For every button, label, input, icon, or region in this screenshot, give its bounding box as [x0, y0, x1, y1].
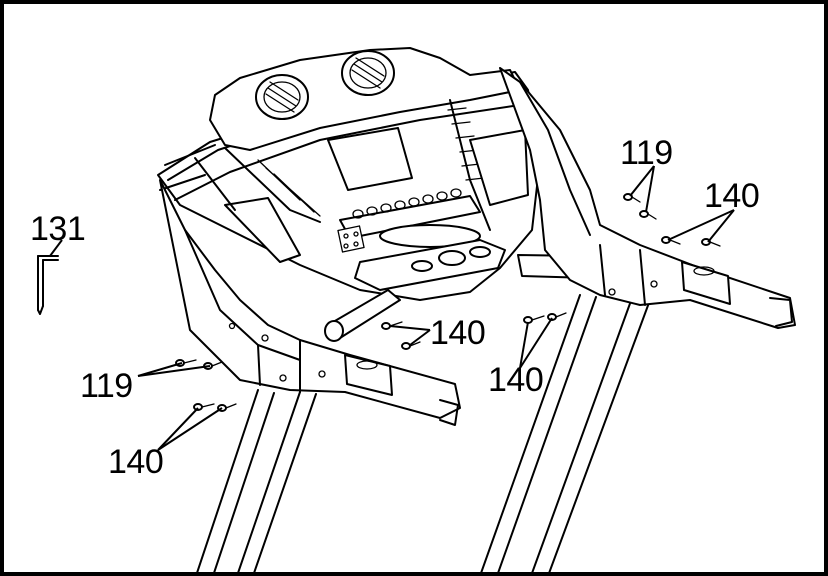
bolt-119-right-b: [639, 210, 657, 220]
bolt-119-right-a: [623, 193, 641, 203]
callout-119-right: 119: [620, 134, 673, 172]
screw-140-right-low-b: [547, 312, 567, 321]
callout-140-center: 140: [430, 314, 485, 352]
right-handlebar: [499, 67, 796, 329]
screw-140-center-b: [401, 341, 421, 350]
allen-wrench-icon: [37, 255, 59, 315]
callout-140-right-low: 140: [488, 361, 543, 399]
callout-119-left: 119: [80, 367, 133, 405]
leader-lines: [49, 165, 735, 451]
callout-140-left: 140: [108, 443, 163, 481]
left-upright: [195, 389, 317, 576]
screw-140-left-a: [193, 403, 215, 411]
screw-140-right-top-b: [701, 238, 721, 247]
callout-131: 131: [30, 210, 85, 248]
fasteners: [175, 193, 721, 412]
right-upright: [479, 294, 651, 576]
callout-140-right-top: 140: [704, 177, 759, 215]
display-screen: [327, 127, 413, 191]
console-body: [157, 47, 541, 301]
bolt-119-left-a: [175, 359, 197, 367]
left-handlebar: [159, 179, 461, 426]
screw-140-left-b: [217, 403, 237, 412]
